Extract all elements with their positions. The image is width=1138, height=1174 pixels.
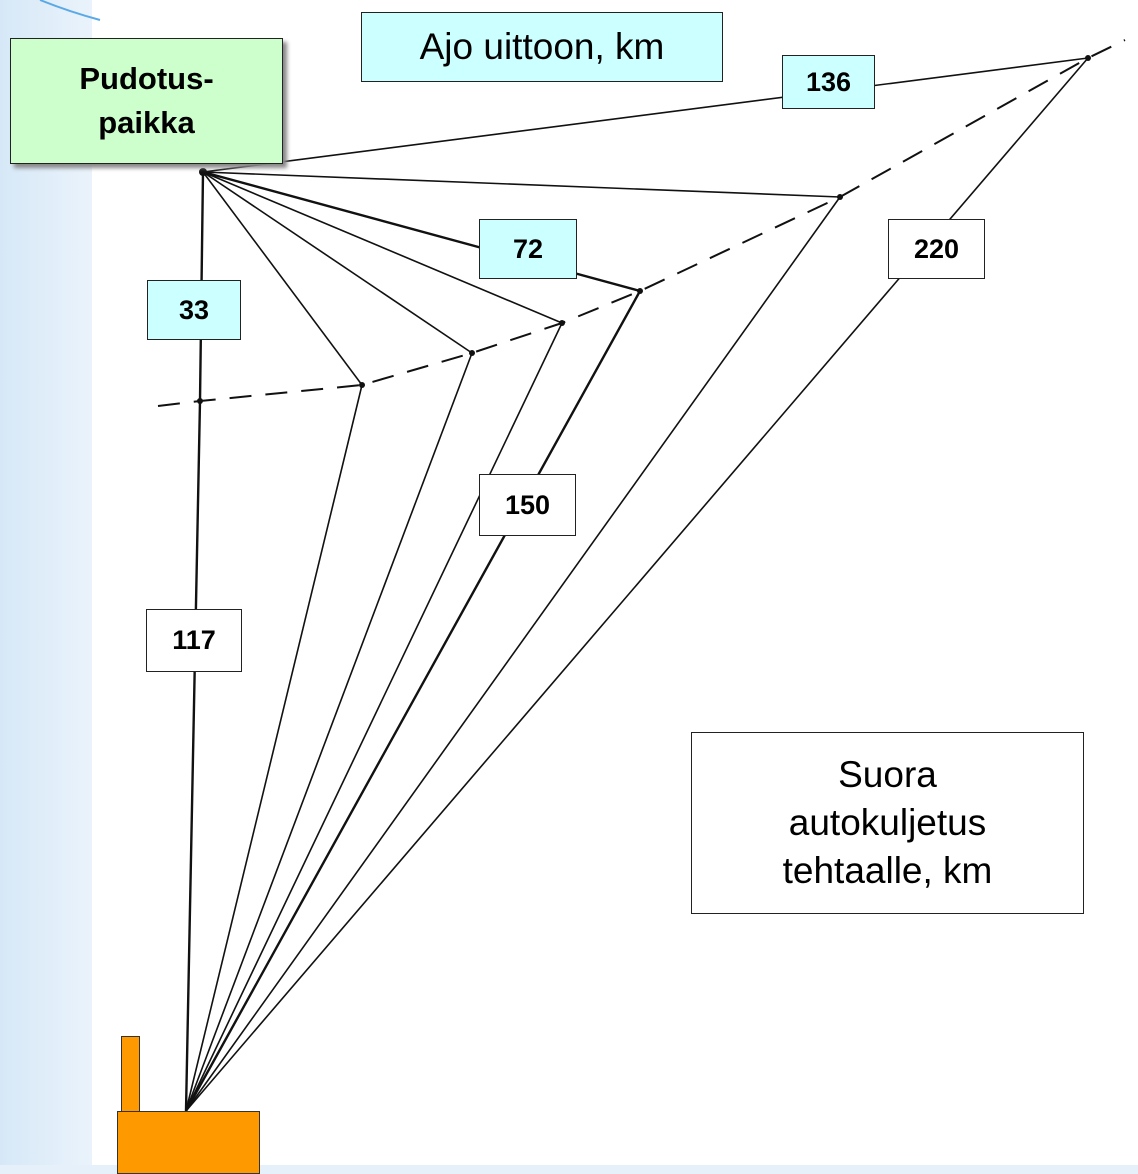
float-route-near <box>185 352 473 1112</box>
drop-point-label-line1: Pudotus- <box>79 61 214 96</box>
decorative-curve <box>39 0 101 21</box>
drop-point-dot <box>199 168 207 176</box>
junction-dot <box>197 398 203 404</box>
route-to-river-136 <box>202 57 1089 173</box>
slide-background-left <box>0 0 92 1174</box>
factory-building <box>117 1111 260 1174</box>
junction-dot <box>359 382 365 388</box>
drop-point-label-line2: paikka <box>98 105 195 140</box>
float-route-117 <box>184 400 202 1112</box>
junction-points <box>197 55 1091 404</box>
junction-dot <box>469 350 475 356</box>
direct-transport-line3: tehtaalle, km <box>782 850 993 891</box>
river-routes <box>198 57 1089 402</box>
float-route-220 <box>185 57 1089 1112</box>
float-route-far <box>185 196 841 1112</box>
direct-transport-line1: Suora <box>838 754 937 795</box>
factory-chimney <box>121 1036 140 1112</box>
route-to-river-closest <box>202 171 363 386</box>
junction-dot <box>1085 55 1091 61</box>
distance-label-220: 220 <box>888 219 985 279</box>
route-to-river-far <box>202 171 841 198</box>
junction-dot <box>837 194 843 200</box>
junction-dot <box>559 320 565 326</box>
route-to-river-near <box>202 171 473 354</box>
float-routes <box>184 57 1089 1112</box>
float-route-closest <box>185 384 363 1112</box>
drop-point-label: Pudotus- paikka <box>10 38 283 164</box>
slide-background-bottom <box>0 1165 1138 1174</box>
distance-label-150: 150 <box>479 474 576 536</box>
direct-transport-label: Suora autokuljetus tehtaalle, km <box>691 732 1084 914</box>
drive-to-floating-title: Ajo uittoon, km <box>361 12 723 82</box>
distance-label-72: 72 <box>479 219 577 279</box>
float-route-150 <box>184 290 642 1112</box>
direct-transport-line2: autokuljetus <box>788 802 987 843</box>
route-to-river-mid <box>202 171 563 324</box>
float-route-mid <box>185 322 563 1112</box>
junction-dot <box>637 288 643 294</box>
distance-label-136: 136 <box>782 55 875 109</box>
distance-label-117: 117 <box>146 609 242 672</box>
distance-label-33: 33 <box>147 280 241 340</box>
